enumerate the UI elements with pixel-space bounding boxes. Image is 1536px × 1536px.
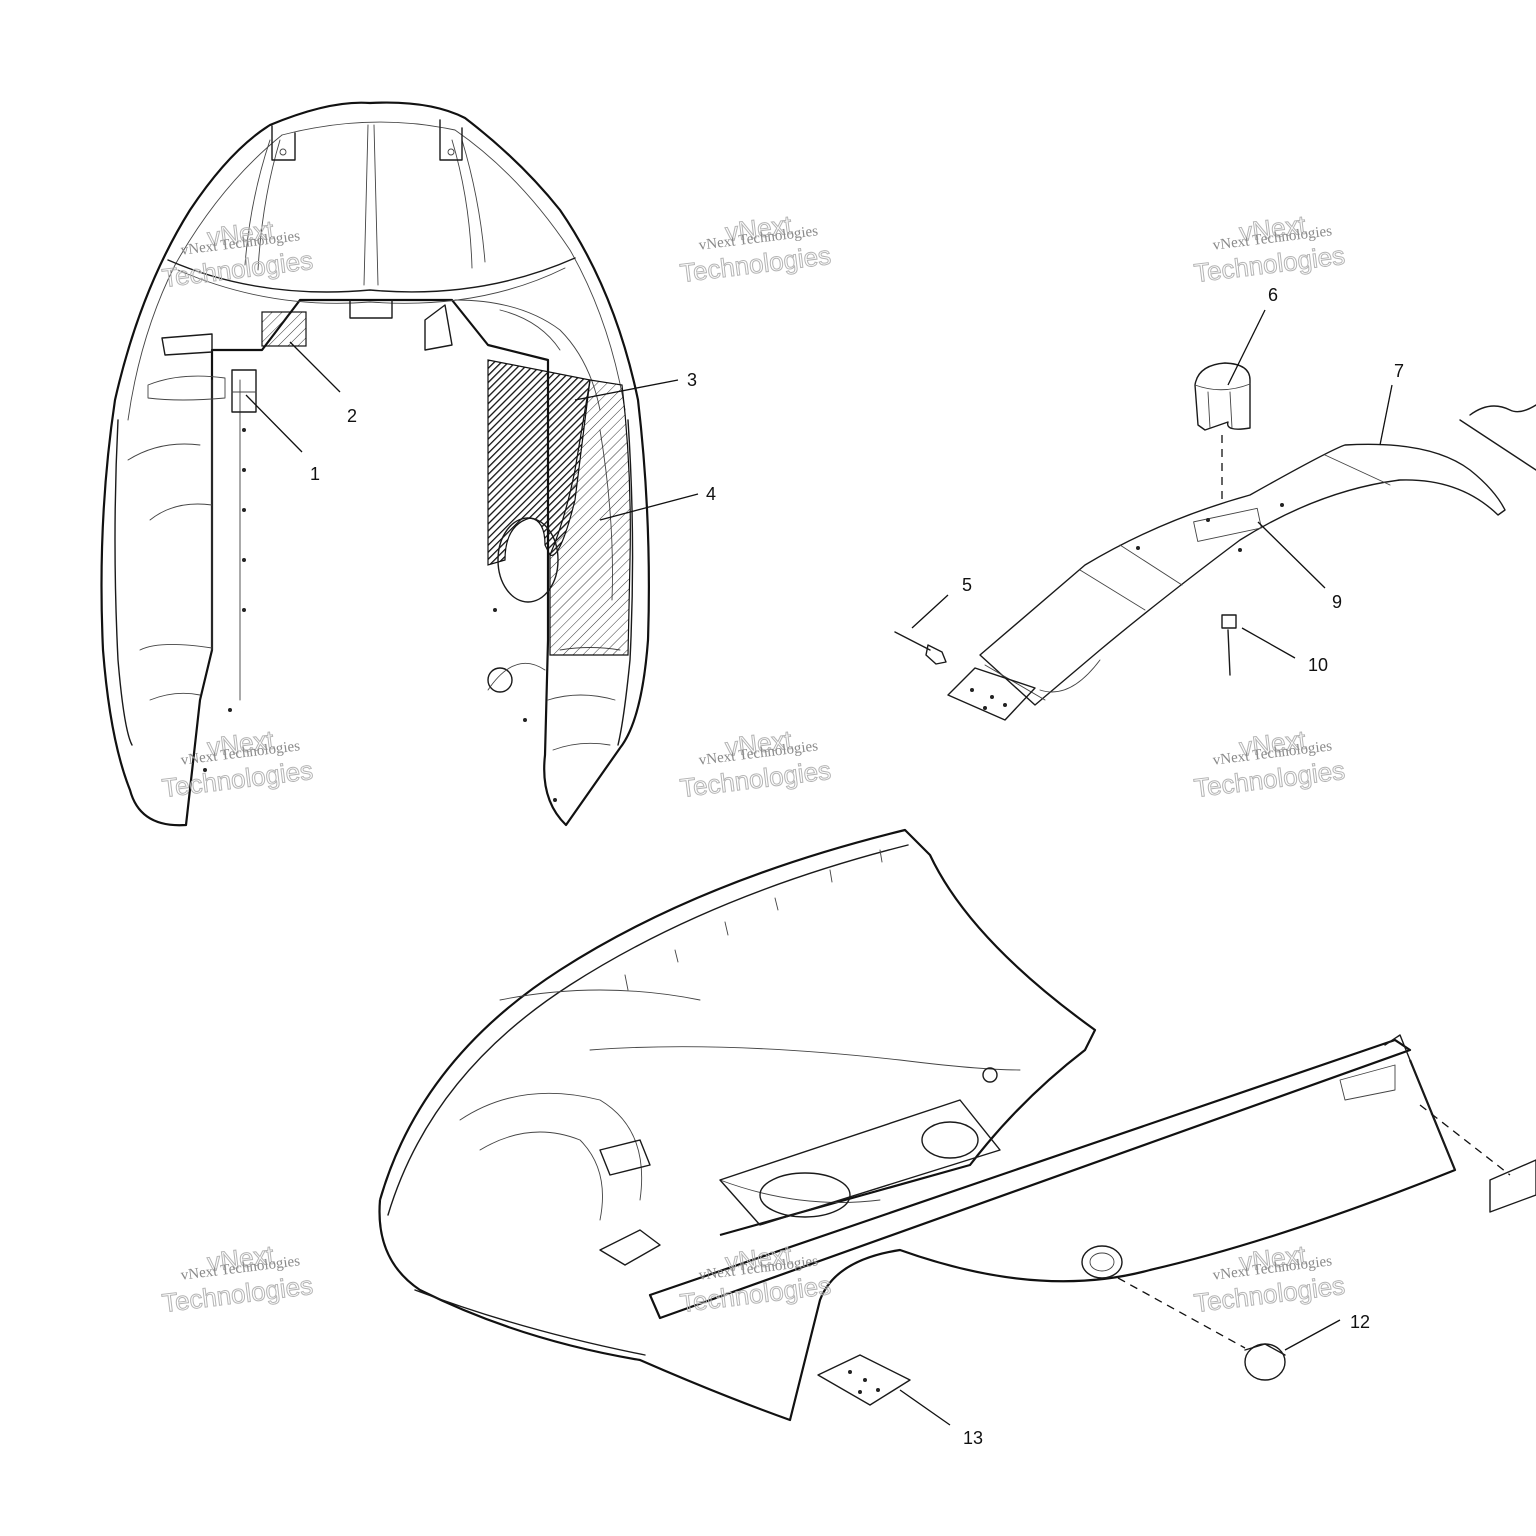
watermark: vNext vNext Technologies Technologies bbox=[160, 724, 315, 804]
part-6-clip bbox=[1194, 362, 1251, 431]
callout-5: 5 bbox=[962, 575, 972, 595]
callout-3: 3 bbox=[687, 370, 697, 390]
part-windshield-edge bbox=[1459, 404, 1536, 471]
watermark: vNext vNext Technologies Technologies bbox=[678, 209, 833, 289]
part-7-trim-panel bbox=[979, 443, 1506, 706]
watermark: vNext vNext Technologies Technologies bbox=[1192, 724, 1347, 804]
watermarks: vNext vNext Technologies Technologies vN… bbox=[160, 209, 1347, 1319]
hood-perspective-view bbox=[378, 828, 1536, 1422]
part-10-rivet bbox=[1221, 614, 1237, 676]
callout-2: 2 bbox=[347, 406, 357, 426]
callout-4: 4 bbox=[706, 484, 716, 504]
callout-numbers: 1 2 3 4 5 6 7 9 10 12 13 bbox=[310, 285, 1404, 1448]
watermark: vNext vNext Technologies Technologies bbox=[678, 1239, 833, 1319]
watermark: vNext vNext Technologies Technologies bbox=[160, 214, 315, 294]
callout-7: 7 bbox=[1394, 361, 1404, 381]
part-5-rivet bbox=[894, 631, 947, 665]
callout-9: 9 bbox=[1332, 592, 1342, 612]
callout-1: 1 bbox=[310, 464, 320, 484]
part-bracket-plate bbox=[947, 667, 1036, 721]
hood-top-view bbox=[100, 101, 650, 827]
callout-10: 10 bbox=[1308, 655, 1328, 675]
leader-lines bbox=[245, 309, 1393, 1426]
callout-12: 12 bbox=[1350, 1312, 1370, 1332]
watermark: vNext vNext Technologies Technologies bbox=[678, 724, 833, 804]
watermark: vNext vNext Technologies Technologies bbox=[1192, 209, 1347, 289]
watermark: vNext vNext Technologies Technologies bbox=[160, 1239, 315, 1319]
part-12-plug bbox=[1244, 1343, 1286, 1381]
part-13-plate bbox=[817, 1354, 911, 1406]
watermark: vNext vNext Technologies Technologies bbox=[1192, 1239, 1347, 1319]
callout-6: 6 bbox=[1268, 285, 1278, 305]
callout-13: 13 bbox=[963, 1428, 983, 1448]
